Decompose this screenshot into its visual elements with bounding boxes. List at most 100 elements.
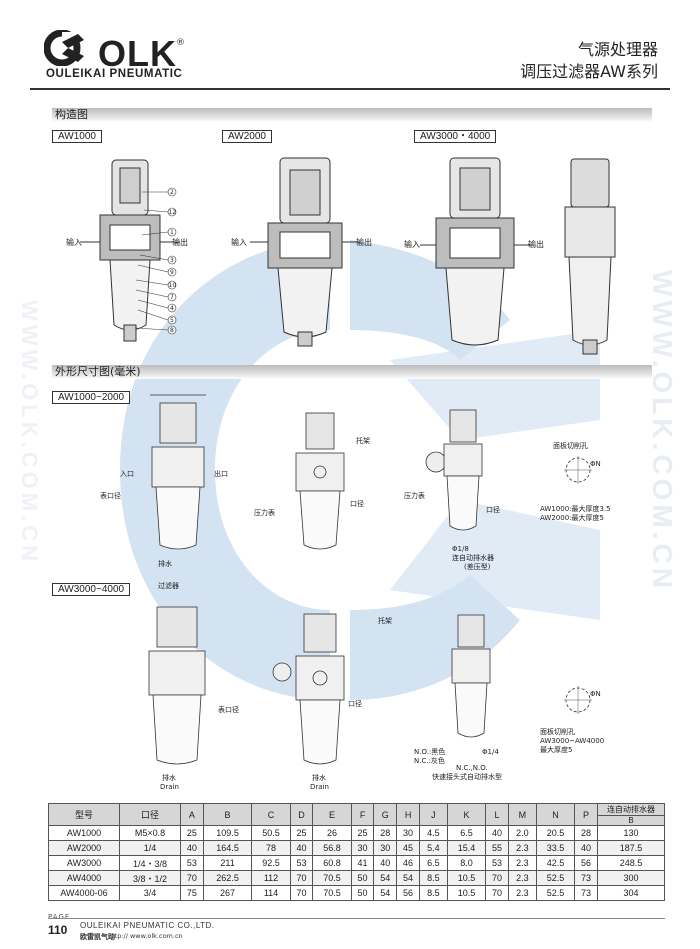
phi-n-label-2: ΦN	[590, 690, 601, 698]
cross-section-aw1000: 2 12 1 3 9 10 7 4 5 8	[80, 159, 180, 342]
inlet-dim-label: 入口	[120, 470, 134, 478]
cell: 10.5	[446, 885, 487, 901]
cell: 109.5	[202, 825, 253, 841]
cell: 40	[373, 855, 398, 871]
panel-cut-hole-2	[564, 686, 592, 714]
cell: 73	[574, 885, 598, 901]
svg-text:7: 7	[170, 294, 174, 301]
cell: 304	[597, 885, 665, 901]
cell: 70.5	[312, 870, 352, 886]
cell-port: 1/4・3/8	[119, 855, 181, 871]
cell: 15.4	[446, 840, 487, 856]
header-n: N	[535, 803, 576, 826]
cell: 50.5	[251, 825, 291, 841]
cell: 70.5	[312, 885, 352, 901]
svg-text:8: 8	[170, 327, 174, 334]
company-name: OULEIKAI PNEUMATIC	[46, 68, 183, 80]
phi-n-label-1: ΦN	[590, 460, 601, 468]
cell: 70	[485, 885, 509, 901]
bracket-label-2: 托架	[378, 617, 392, 625]
svg-text:10: 10	[169, 282, 177, 289]
auto-drain-label: 连自动排水器	[452, 554, 494, 562]
port-label-3: 口径	[348, 700, 362, 708]
cell: 54	[373, 870, 398, 886]
cell: 8.0	[446, 855, 487, 871]
cell: 53	[289, 855, 314, 871]
cell: 40	[574, 840, 598, 856]
phi-1-8-label: Φ1/8	[452, 545, 469, 553]
gauge-port-label-1: 表口径	[100, 492, 121, 500]
panel-cut-label-2: 面板切削孔	[540, 728, 575, 736]
header-f: F	[350, 803, 375, 826]
cell: 2.3	[507, 840, 537, 856]
header-l: L	[485, 803, 509, 826]
dimension-side-view-1	[295, 412, 345, 550]
cell: 112	[251, 870, 291, 886]
cell: 300	[597, 870, 665, 886]
cell: 8.5	[418, 885, 448, 901]
model-tag-aw2000: AW2000	[222, 130, 272, 143]
header-m: M	[507, 803, 537, 826]
cell: 53	[180, 855, 204, 871]
cell: 4.5	[418, 825, 448, 841]
cell: 33.5	[535, 840, 576, 856]
header-h: H	[396, 803, 420, 826]
cell-port: 1/4	[119, 840, 181, 856]
footer-url: http:// www.olk.com.cn	[108, 932, 183, 940]
bracket-label-1: 托架	[356, 437, 370, 445]
cross-section-aw2000	[250, 157, 360, 347]
page-number: 110	[48, 923, 68, 937]
cell: 45	[396, 840, 420, 856]
logo-wordmark: OLK	[98, 33, 177, 74]
cell-model: AW4000	[48, 870, 120, 886]
cell: 53	[485, 855, 509, 871]
model-tag-aw1000: AW1000	[52, 130, 102, 143]
cell: 40	[485, 825, 509, 841]
panel-cut-hole-1	[564, 456, 592, 484]
dimension-front-view-2	[148, 606, 206, 765]
cell: 2.3	[507, 855, 537, 871]
cell: 56	[574, 855, 598, 871]
section-dimensions-title: 外形尺寸图(毫米)	[55, 365, 141, 378]
cell: 70	[289, 885, 314, 901]
cell-model: AW2000	[48, 840, 120, 856]
cell: 30	[350, 840, 375, 856]
cell: 60.8	[312, 855, 352, 871]
inlet-label-2: 输入	[231, 238, 247, 247]
model-tag-aw3000-4000: AW3000・4000	[414, 130, 497, 143]
footer-company: OULEIKAI PNEUMATIC CO.,LTD.	[80, 921, 215, 930]
cell: 2.0	[507, 825, 537, 841]
cell: 25	[180, 825, 204, 841]
cell: 267	[202, 885, 253, 901]
cell: 262.5	[202, 870, 253, 886]
cell: 5.4	[418, 840, 448, 856]
drain-label-1: 排水	[158, 560, 172, 568]
cell: 56.8	[312, 840, 352, 856]
cell: 75	[180, 885, 204, 901]
outlet-label-3: 输出	[528, 240, 544, 249]
table-header-row: 型号 口径 A B C D E F G H J K L M N P 连自动排水器	[48, 803, 665, 826]
cell: 187.5	[597, 840, 665, 856]
cell: 2.3	[507, 885, 537, 901]
header-b: B	[202, 803, 253, 826]
cell: 28	[574, 825, 598, 841]
header-a: A	[180, 803, 204, 826]
cell: 30	[373, 840, 398, 856]
cell-model: AW4000-06	[48, 885, 120, 901]
nc-no-label: N.C.,N.O.	[456, 764, 488, 772]
cell: 54	[396, 870, 420, 886]
section-structure-heading: 构造图	[52, 108, 652, 122]
cell: 130	[597, 825, 665, 841]
pressure-gauge-label-1: 压力表	[254, 509, 275, 517]
max-thickness-aw2000: AW2000:最大厚度5	[540, 514, 604, 522]
header-auto-drain-b: B	[597, 815, 665, 826]
cell: 70	[485, 870, 509, 886]
cell-model: AW3000	[48, 855, 120, 871]
cell: 52.5	[535, 870, 576, 886]
cell: 25	[350, 825, 375, 841]
